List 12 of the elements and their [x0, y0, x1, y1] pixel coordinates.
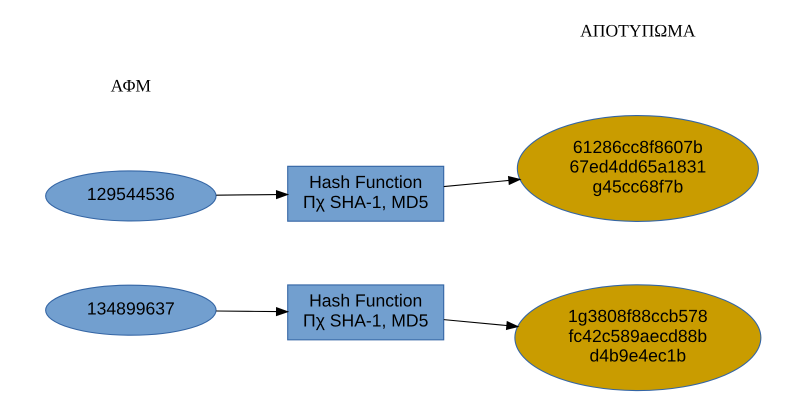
node-ellipse: 134899637 [45, 284, 217, 336]
node-ellipse: 129544536 [45, 170, 217, 222]
arrow [444, 176, 522, 188]
arrow [444, 319, 520, 330]
arrow [216, 190, 290, 200]
arrow [216, 306, 290, 316]
label: ΑΦΜ [110, 75, 152, 96]
node-box: Hash Function Πχ SHA-1, MD5 [287, 284, 444, 340]
node-box: Hash Function Πχ SHA-1, MD5 [287, 166, 444, 222]
label: ΑΠΟΤΥΠΩΜΑ [580, 20, 696, 40]
node-ellipse: 61286cc8f8607b 67ed4dd65a1831 g45cc68f7b [516, 115, 759, 222]
node-ellipse: 1g3808f88ccb578 fc42c589aecd88b d4b9e4ec1b [514, 284, 762, 392]
